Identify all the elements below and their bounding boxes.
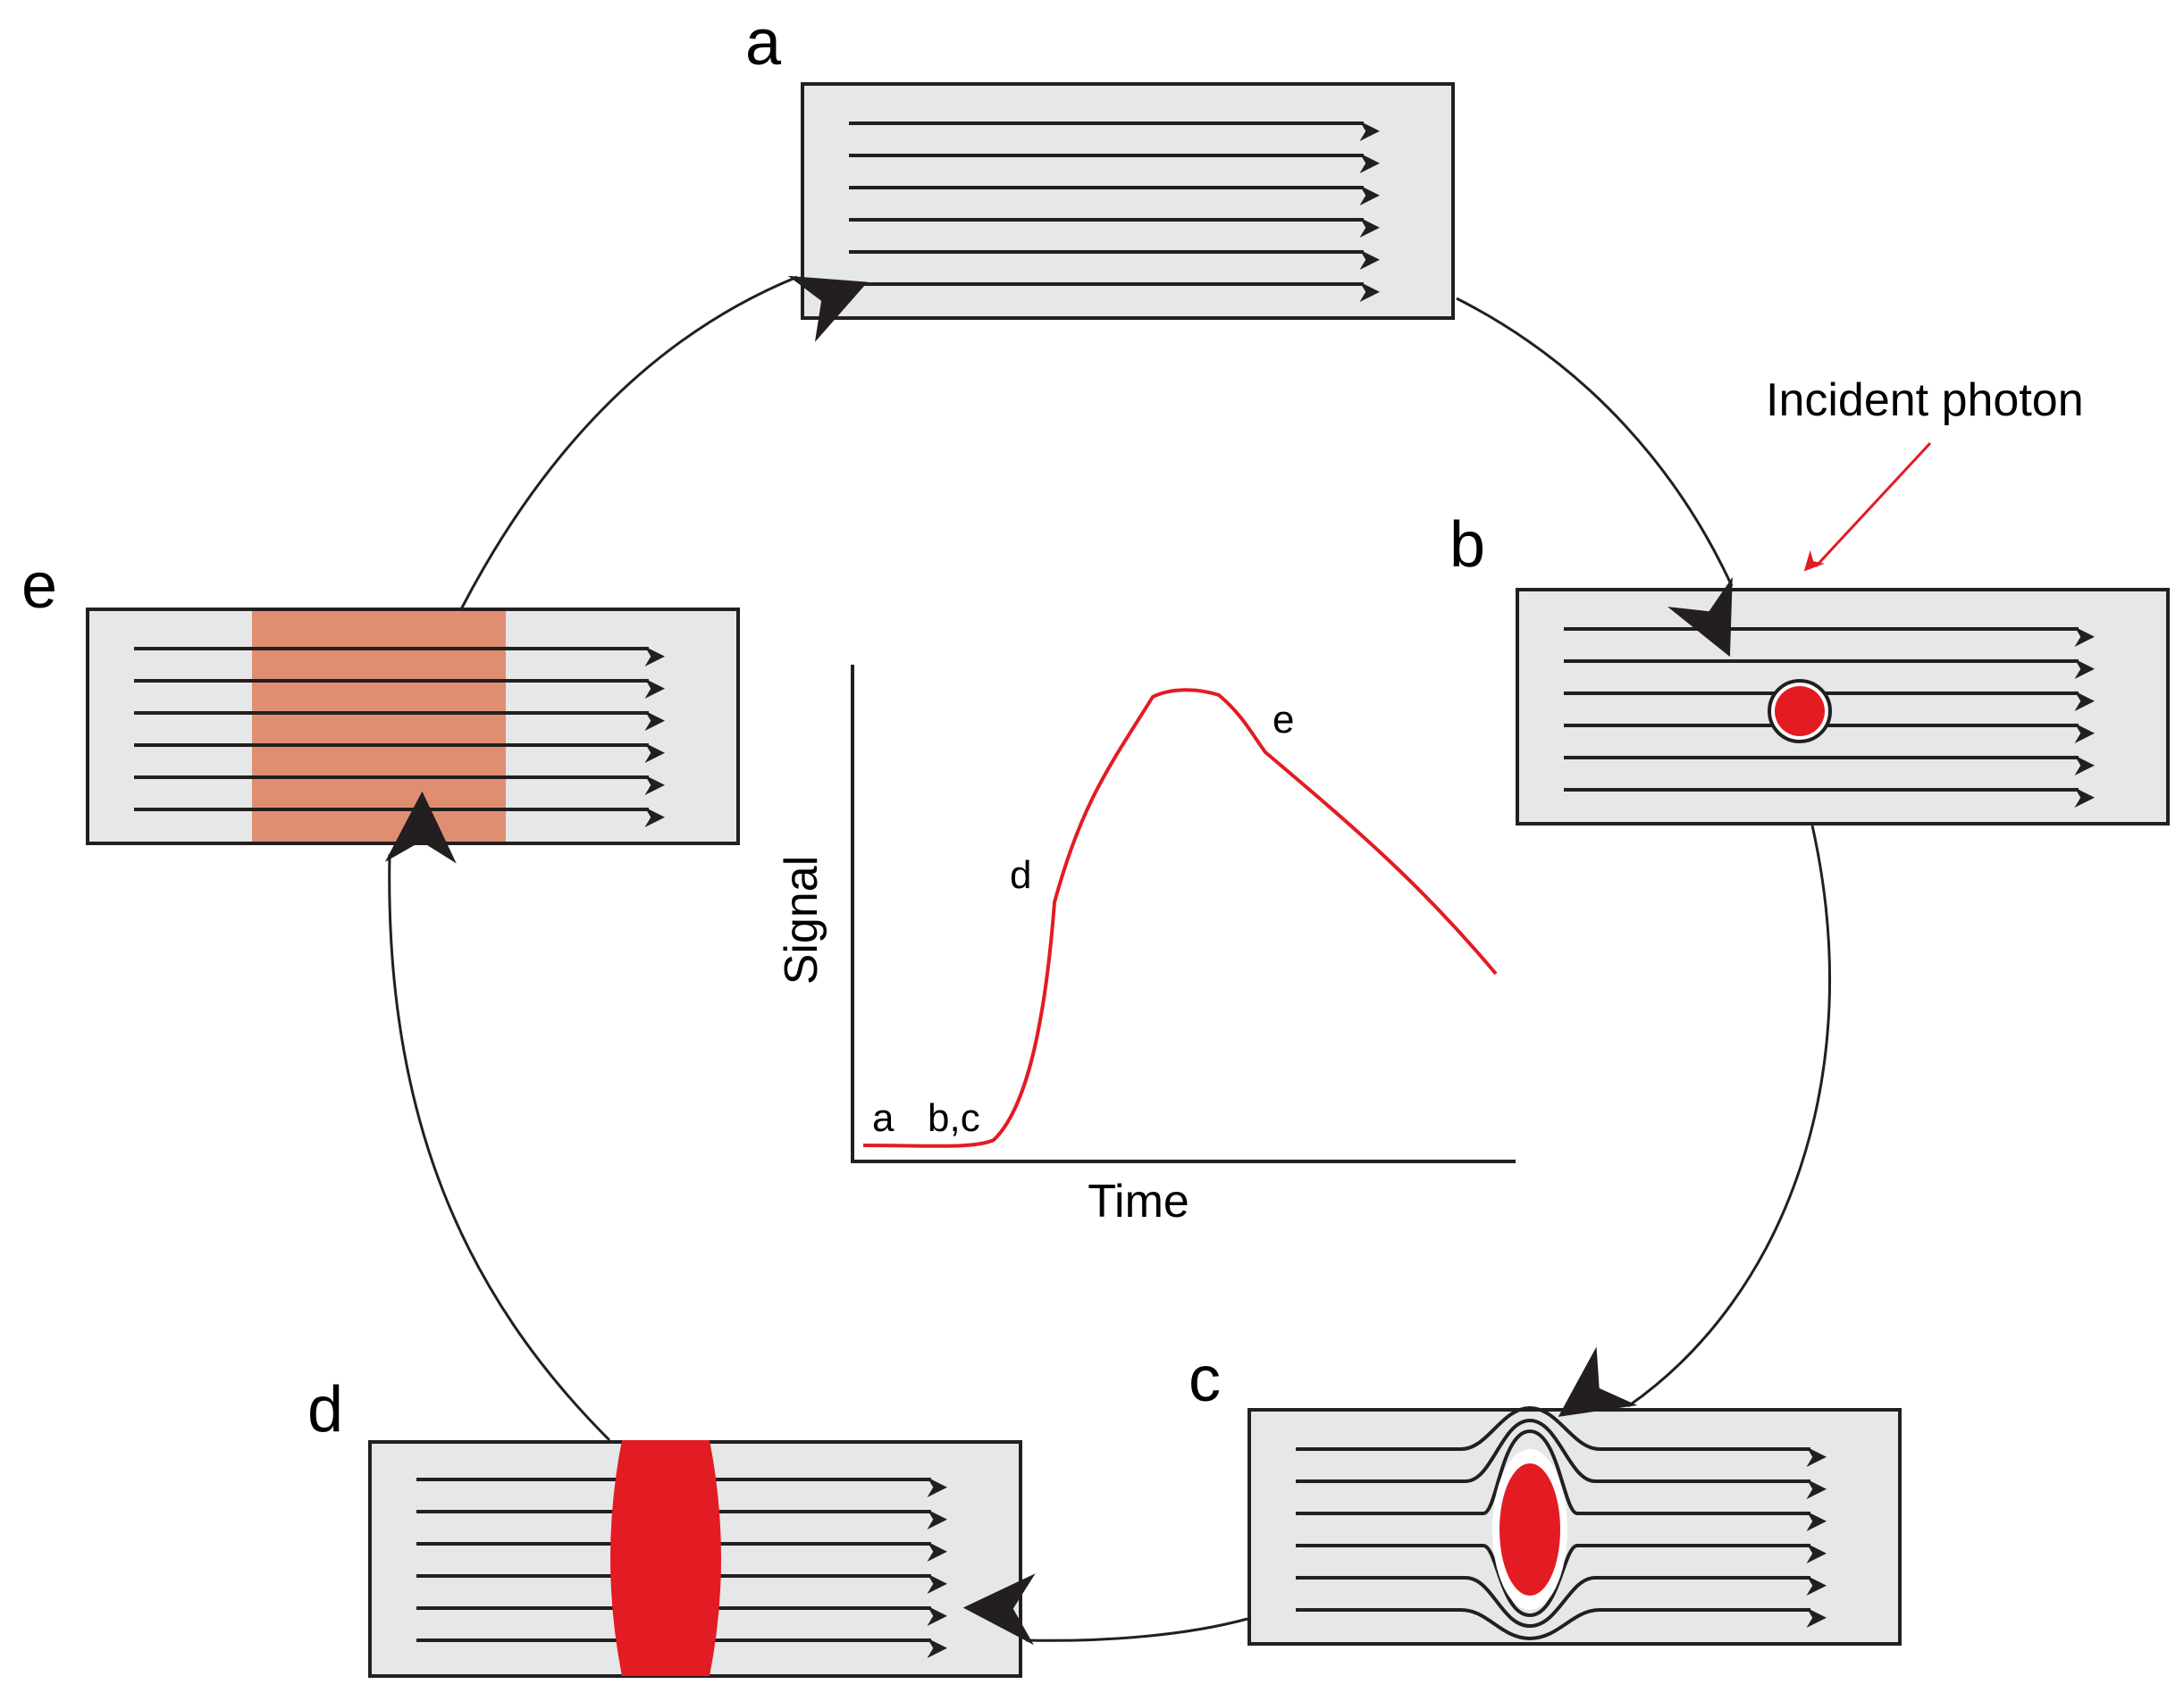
panel-b-label: b bbox=[1449, 509, 1485, 581]
photon-arrow bbox=[1803, 441, 1932, 572]
graph-marker-bc: b,c bbox=[928, 1096, 980, 1140]
panel-e-label: e bbox=[21, 550, 57, 622]
hotspot-initial bbox=[1775, 686, 1825, 736]
graph-marker-e: e bbox=[1273, 698, 1294, 742]
graph-xlabel: Time bbox=[1088, 1176, 1189, 1228]
graph-axes bbox=[851, 665, 1516, 1163]
panel-d-label: d bbox=[307, 1374, 343, 1446]
arrow-a-to-b bbox=[1456, 297, 1734, 658]
panel-a: a bbox=[745, 7, 1455, 320]
panel-e-flux-lines bbox=[134, 646, 665, 827]
panel-e: e bbox=[21, 550, 740, 845]
panel-c-label: c bbox=[1189, 1344, 1221, 1415]
incident-photon-label: Incident photon bbox=[1766, 374, 2084, 426]
incident-photon-annotation: Incident photon bbox=[1766, 374, 2084, 572]
signal-curve bbox=[862, 688, 1498, 1148]
arrow-e-to-a bbox=[459, 275, 868, 610]
panel-d: d bbox=[307, 1374, 1022, 1678]
panel-a-flux-lines bbox=[849, 121, 1380, 302]
panel-c-flux-lines bbox=[1296, 1405, 1827, 1641]
arrow-c-to-d bbox=[962, 1573, 1248, 1646]
normal-belt bbox=[610, 1440, 721, 1676]
graph-marker-d: d bbox=[1010, 853, 1031, 897]
signal-graph: a b,c d e Time Signal bbox=[776, 665, 1516, 1228]
arrow-b-to-c bbox=[1558, 825, 1832, 1417]
cycle-arrows bbox=[384, 275, 1832, 1646]
arrow-d-to-e bbox=[384, 791, 611, 1442]
panel-b: b bbox=[1449, 509, 2170, 826]
panel-a-label: a bbox=[745, 7, 782, 79]
graph-marker-a: a bbox=[872, 1096, 895, 1140]
cooling-region bbox=[252, 611, 506, 842]
panel-c: c bbox=[1189, 1344, 1902, 1646]
hotspot-growing bbox=[1499, 1463, 1560, 1596]
graph-ylabel: Signal bbox=[776, 856, 827, 985]
